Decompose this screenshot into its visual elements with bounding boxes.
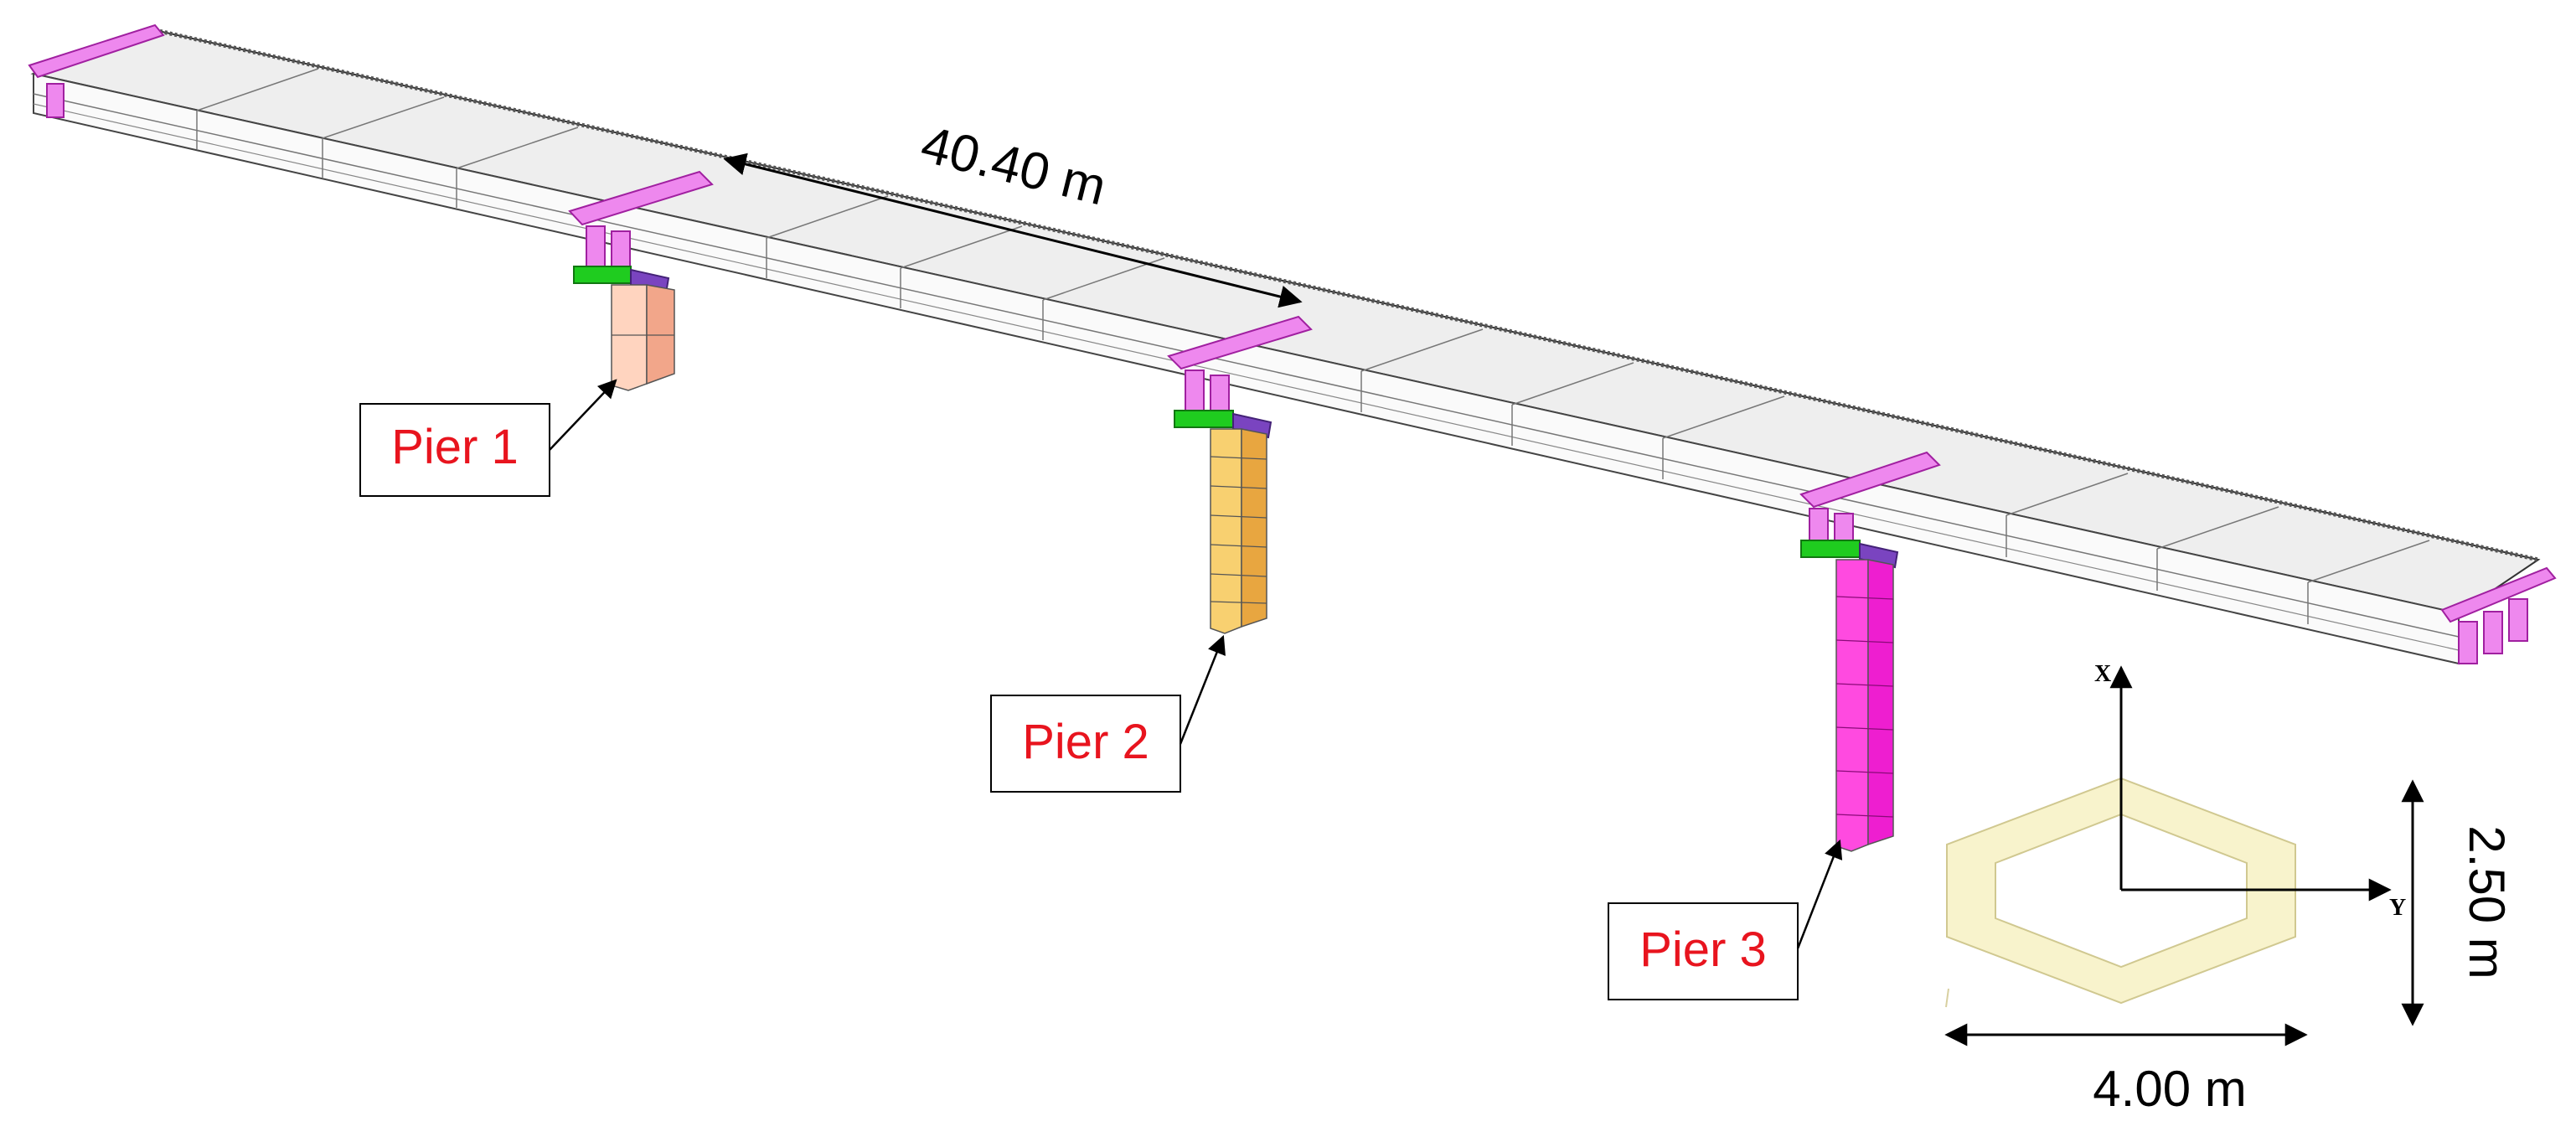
pier-cross-section: X Y — [1945, 661, 2406, 1008]
section-height-dimension: 2.50 m — [2401, 779, 2515, 1026]
section-height-label: 2.50 m — [2459, 825, 2515, 979]
pier-2-label: Pier 2 — [1022, 715, 1149, 769]
pier-3-callout: Pier 3 — [1608, 839, 1843, 1000]
diaphragm-pier-2 — [1167, 315, 1313, 420]
pier-1-label: Pier 1 — [391, 420, 519, 474]
section-width-label: 4.00 m — [2093, 1061, 2246, 1117]
pier-1-callout: Pier 1 — [359, 379, 617, 497]
span-dimension-label: 40.40 m — [916, 116, 1112, 217]
bearing-pier-2 — [1174, 410, 1273, 439]
pier-3-label: Pier 3 — [1639, 922, 1767, 977]
pier-1-column — [611, 284, 675, 391]
diaphragm-pier-1 — [568, 170, 714, 274]
axis-y-label: Y — [2389, 895, 2406, 921]
section-width-dimension: 4.00 m — [1944, 1023, 2308, 1117]
end-diaphragm-left — [28, 23, 165, 118]
hexagon-section-shape — [1946, 777, 2296, 1005]
end-diaphragm-right — [2440, 566, 2557, 664]
axis-x-label: X — [2094, 661, 2111, 687]
pier-2-column — [1210, 428, 1267, 634]
bridge-deck — [30, 28, 2541, 665]
pier-2-callout: Pier 2 — [990, 634, 1226, 793]
pier-3-column — [1835, 559, 1894, 852]
bearing-pier-3 — [1800, 540, 1899, 569]
